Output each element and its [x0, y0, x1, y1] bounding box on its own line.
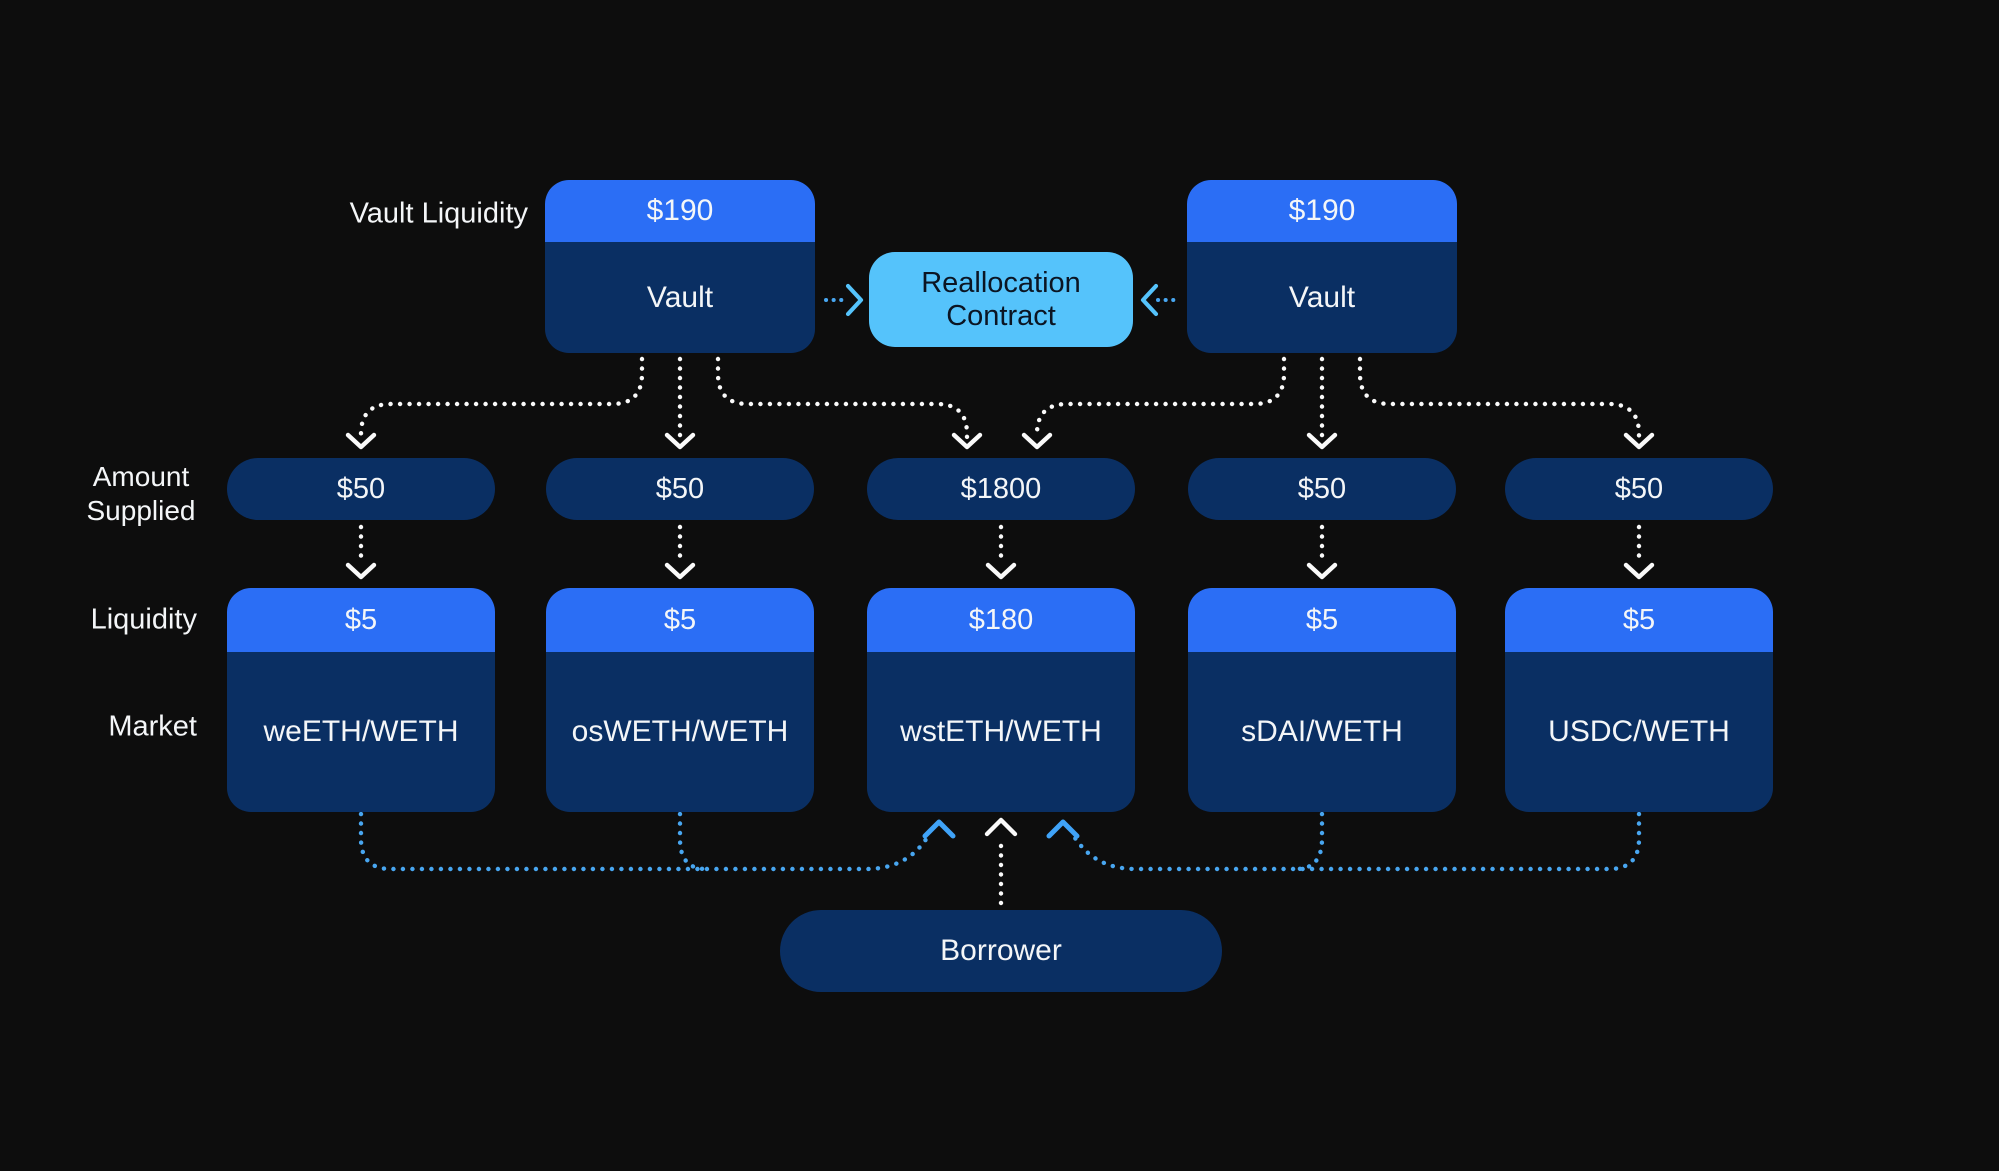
vault-left-label: Vault	[545, 242, 815, 353]
market-1-name: weETH/WETH	[227, 652, 495, 812]
arrow-vault-left-to-col3	[715, 356, 970, 441]
arrow-market2-join-left	[677, 811, 709, 872]
arrowhead-realloc-left	[845, 283, 864, 317]
vault-left-box: $190 Vault	[545, 180, 815, 353]
vault-left-liquidity-value: $190	[545, 180, 815, 242]
reallocation-contract-box: Reallocation Contract	[869, 252, 1133, 347]
arrowhead-down-col2	[664, 432, 696, 450]
amount-supplied-pill-2: $50	[546, 458, 814, 520]
arrowhead-market4	[1306, 562, 1338, 580]
amount-supplied-pill-3: $1800	[867, 458, 1135, 520]
amount-supplied-row-label: Amount Supplied	[86, 461, 196, 526]
arrowhead-up-market3-left	[922, 819, 956, 839]
market-3-liquidity-value: $180	[867, 588, 1135, 652]
market-4-liquidity-value: $5	[1188, 588, 1456, 652]
arrowhead-down-col1	[345, 432, 377, 450]
arrow-vault-left-to-col1	[358, 356, 645, 441]
market-box-5: $5 USDC/WETH	[1505, 588, 1773, 812]
market-3-name: wstETH/WETH	[867, 652, 1135, 812]
market-5-liquidity-value: $5	[1505, 588, 1773, 652]
arrowhead-up-market3-right	[1046, 819, 1080, 839]
arrowhead-market2	[664, 562, 696, 580]
arrow-vault-right-to-col5	[1357, 356, 1642, 441]
arrow-market1-to-market3	[358, 811, 930, 872]
market-1-liquidity-value: $5	[227, 588, 495, 652]
arrowhead-down-col3-right	[1021, 432, 1053, 450]
borrower-box: Borrower	[780, 910, 1222, 992]
amount-supplied-pill-4: $50	[1188, 458, 1456, 520]
arrowhead-down-col4	[1306, 432, 1338, 450]
market-box-4: $5 sDAI/WETH	[1188, 588, 1456, 812]
market-2-name: osWETH/WETH	[546, 652, 814, 812]
arrowhead-market1	[345, 562, 377, 580]
arrowhead-up-borrower	[984, 817, 1018, 837]
amount-supplied-pill-5: $50	[1505, 458, 1773, 520]
market-5-name: USDC/WETH	[1505, 652, 1773, 812]
arrow-market5-to-market3	[1072, 811, 1642, 872]
arrowhead-realloc-right	[1140, 283, 1159, 317]
arrowhead-down-col5	[1623, 432, 1655, 450]
vault-right-liquidity-value: $190	[1187, 180, 1457, 242]
arrow-vault-right-to-col3	[1034, 356, 1287, 441]
market-box-1: $5 weETH/WETH	[227, 588, 495, 812]
arrowhead-market5	[1623, 562, 1655, 580]
liquidity-row-label: Liquidity	[90, 603, 197, 636]
market-box-3: $180 wstETH/WETH	[867, 588, 1135, 812]
arrowhead-down-col3-left	[951, 432, 983, 450]
amount-supplied-pill-1: $50	[227, 458, 495, 520]
vault-right-label: Vault	[1187, 242, 1457, 353]
vault-liquidity-row-label: Vault Liquidity	[349, 197, 528, 230]
vault-right-box: $190 Vault	[1187, 180, 1457, 353]
market-row-label: Market	[108, 710, 197, 743]
market-4-name: sDAI/WETH	[1188, 652, 1456, 812]
arrow-market4-join-right	[1293, 811, 1325, 872]
market-box-2: $5 osWETH/WETH	[546, 588, 814, 812]
arrowhead-market3	[985, 562, 1017, 580]
market-2-liquidity-value: $5	[546, 588, 814, 652]
